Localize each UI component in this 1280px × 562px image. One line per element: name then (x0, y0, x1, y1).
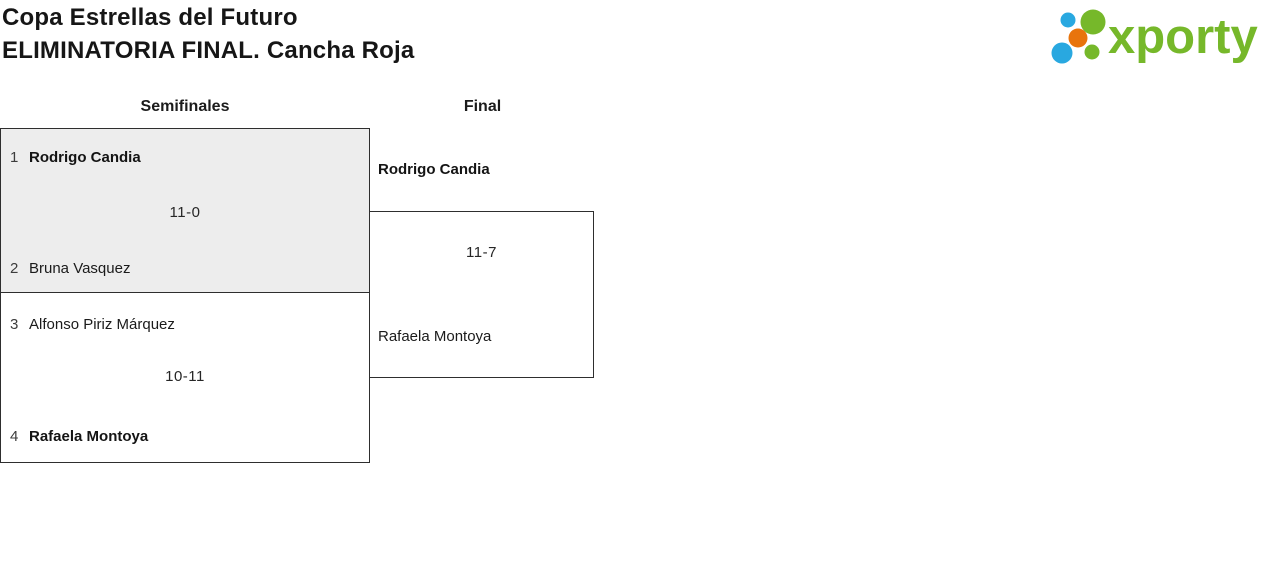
match-semifinal-1: 1 Rodrigo Candia 11-0 2 Bruna Vasquez (0, 128, 370, 293)
player-row: 3 Alfonso Piriz Márquez (10, 316, 361, 334)
final-match-box (369, 211, 594, 378)
tournament-name: Copa Estrellas del Futuro (2, 4, 298, 31)
player-row: 2 Bruna Vasquez (10, 260, 361, 278)
player-name: Alfonso Piriz Márquez (29, 316, 175, 333)
player-seed: 1 (10, 149, 19, 166)
bracket-subtitle: ELIMINATORIA FINAL. Cancha Roja (2, 37, 415, 64)
final-player-1: Rodrigo Candia (378, 161, 490, 178)
final-match-score: 11-7 (466, 244, 497, 261)
match-score: 10-11 (165, 368, 205, 385)
round-header-final: Final (463, 98, 502, 115)
player-seed: 2 (10, 260, 19, 277)
player-name: Rafaela Montoya (29, 428, 149, 445)
match-semifinal-2: 3 Alfonso Piriz Márquez 10-11 4 Rafaela … (0, 292, 370, 463)
xporty-logo[interactable]: xporty (1050, 0, 1280, 75)
logo-dots-icon (1051, 9, 1106, 64)
player-seed: 4 (10, 428, 19, 445)
logo-wordmark: xporty (1108, 10, 1258, 64)
player-row: 1 Rodrigo Candia (10, 149, 361, 167)
player-name: Bruna Vasquez (29, 260, 131, 277)
player-name: Rodrigo Candia (29, 149, 141, 166)
match-score: 11-0 (169, 204, 201, 221)
player-row: 4 Rafaela Montoya (10, 428, 361, 446)
final-player-2: Rafaela Montoya (378, 328, 492, 345)
player-seed: 3 (10, 316, 19, 333)
round-header-semifinals: Semifinales (140, 98, 230, 115)
page-title: Copa Estrellas del Futuro ELIMINATORIA F… (2, 1, 414, 67)
